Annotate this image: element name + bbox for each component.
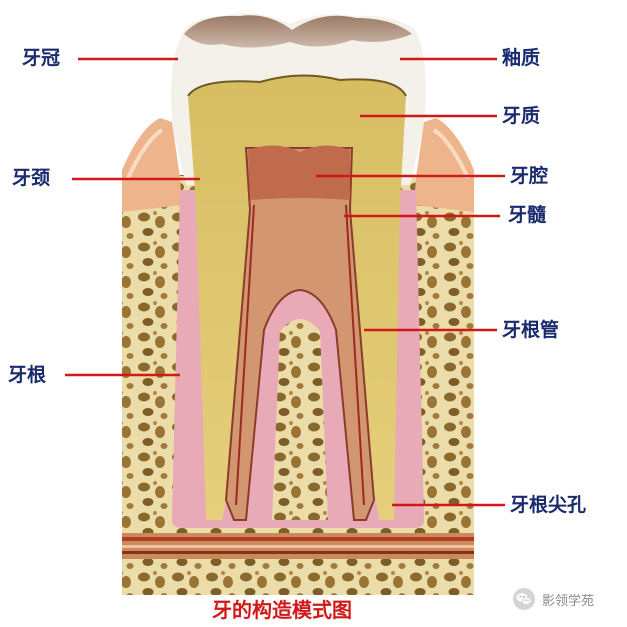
watermark: 影领学苑	[512, 587, 594, 611]
crown-surface	[184, 15, 412, 48]
left-gum	[122, 118, 182, 212]
label-apical-foramen: 牙根尖孔	[510, 494, 587, 516]
label-neck: 牙颈	[12, 167, 51, 189]
label-crown: 牙冠	[22, 47, 61, 69]
label-root-canal: 牙根管	[502, 319, 560, 341]
watermark-text: 影领学苑	[542, 593, 595, 609]
label-pulp: 牙髓	[508, 204, 547, 226]
diagram-caption: 牙的构造模式图	[212, 598, 352, 622]
wechat-icon	[513, 588, 535, 610]
label-root: 牙根	[8, 364, 47, 386]
right-gum	[414, 118, 474, 212]
vessel-band	[122, 533, 474, 559]
label-pulp-cavity: 牙腔	[510, 165, 549, 187]
pulp	[224, 147, 376, 521]
label-enamel: 釉质	[502, 47, 541, 69]
leader-lines	[65, 57, 505, 507]
label-dentin: 牙质	[502, 105, 541, 127]
interradicular-bone	[268, 315, 332, 520]
pulp-chamber	[248, 145, 350, 200]
